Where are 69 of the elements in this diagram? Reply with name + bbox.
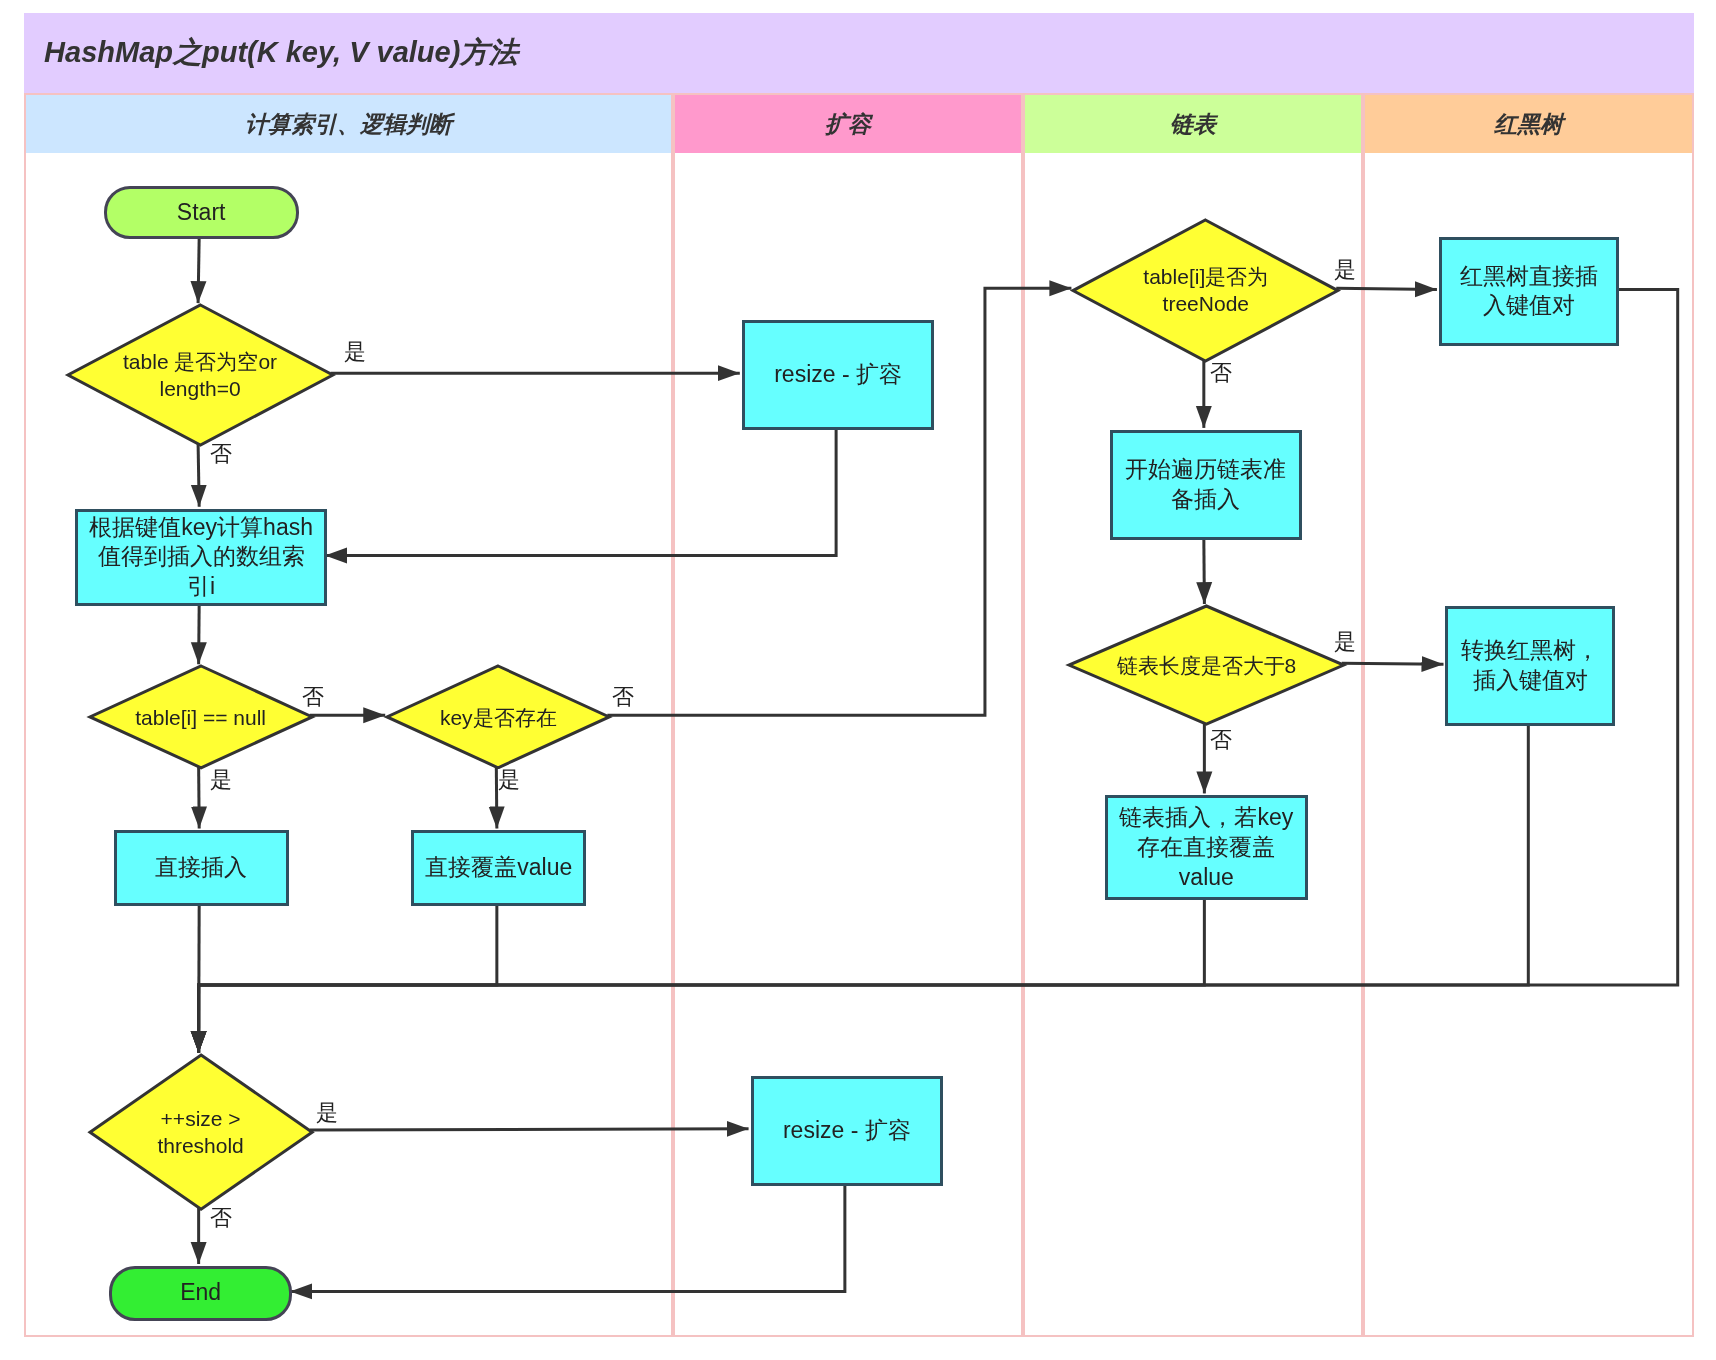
arrow: [1336, 281, 1437, 298]
process-box: [1105, 795, 1308, 901]
edge-label: 是: [210, 769, 233, 792]
node-text: 直接插入: [154, 853, 249, 883]
terminal-box: [109, 1266, 292, 1321]
node-text: End: [179, 1278, 223, 1308]
edge-label: 是: [1334, 259, 1356, 282]
lane-header: 红黑树: [1364, 95, 1693, 153]
swimlane: [1023, 93, 1363, 1338]
process-box: [741, 320, 935, 430]
lane-header: 计算索引、逻辑判断: [26, 95, 672, 153]
decision-diamond: [67, 305, 333, 446]
node-text: 红黑树直接插入键值对: [1459, 261, 1600, 321]
swimlane: [24, 93, 674, 1338]
edge-label: 否: [1210, 728, 1233, 751]
arrow: [325, 427, 838, 564]
arrow: [607, 280, 1072, 717]
arrow: [190, 604, 207, 665]
edge-label: 是: [343, 341, 366, 364]
arrow: [190, 287, 1680, 1053]
edge-label: 是: [1334, 631, 1356, 654]
arrow: [290, 1184, 847, 1300]
node-text: Start: [175, 197, 227, 227]
edge-label: 否: [210, 1207, 233, 1230]
process-box: [750, 1075, 944, 1187]
node-text: table[i]是否为treeNode: [1142, 264, 1270, 318]
node-text: 直接覆盖value: [424, 853, 574, 883]
lane-header: 链表: [1025, 95, 1361, 153]
arrow: [191, 766, 207, 829]
node-text: resize - 扩容: [781, 1115, 912, 1145]
node-text: resize - 扩容: [773, 360, 903, 390]
process-box: [1109, 429, 1303, 541]
diagram-title: HashMap之put(K key, V value)方法: [44, 35, 519, 71]
edge-label: 是: [316, 1102, 339, 1124]
arrow: [1196, 722, 1213, 794]
arrow: [330, 365, 740, 382]
edge-label: 否: [210, 443, 233, 466]
process-box: [1445, 606, 1616, 727]
arrow: [190, 443, 207, 507]
node-text: 链表长度是否大于8: [1115, 652, 1298, 679]
arrow: [1195, 358, 1212, 428]
decision-diamond: [89, 1054, 312, 1210]
process-box: [411, 830, 587, 906]
process-box: [113, 830, 289, 906]
arrow: [488, 766, 505, 829]
node-text: table 是否为空or length=0: [122, 348, 279, 403]
node-text: ++size > threshold: [156, 1105, 245, 1159]
edge-label: 否: [302, 686, 324, 709]
process-box: [75, 508, 327, 607]
node-text: table[i] == null: [134, 704, 267, 731]
lane-header: 扩容: [675, 95, 1022, 153]
arrow: [1196, 538, 1213, 605]
swimlane: [673, 93, 1024, 1338]
arrow: [190, 237, 207, 304]
node-text: 开始遍历链表准备插入: [1124, 455, 1288, 515]
node-text: 转换红黑树，插入键值对: [1460, 636, 1601, 696]
node-text: 链表插入，若key存在直接覆盖value: [1118, 803, 1295, 892]
edge-label: 是: [497, 769, 520, 792]
edge-label: 否: [1210, 362, 1233, 385]
arrow: [190, 1207, 207, 1264]
node-text: 根据键值key计算hash值得到插入的数组索引i: [88, 512, 314, 602]
arrow: [1341, 656, 1444, 673]
arrow: [309, 1120, 749, 1137]
process-box: [1438, 237, 1620, 346]
swimlane: [1362, 93, 1695, 1338]
edge-label: 否: [611, 686, 634, 709]
arrow: [309, 707, 386, 724]
node-text: key是否存在: [438, 704, 558, 731]
terminal-box: [103, 185, 299, 240]
